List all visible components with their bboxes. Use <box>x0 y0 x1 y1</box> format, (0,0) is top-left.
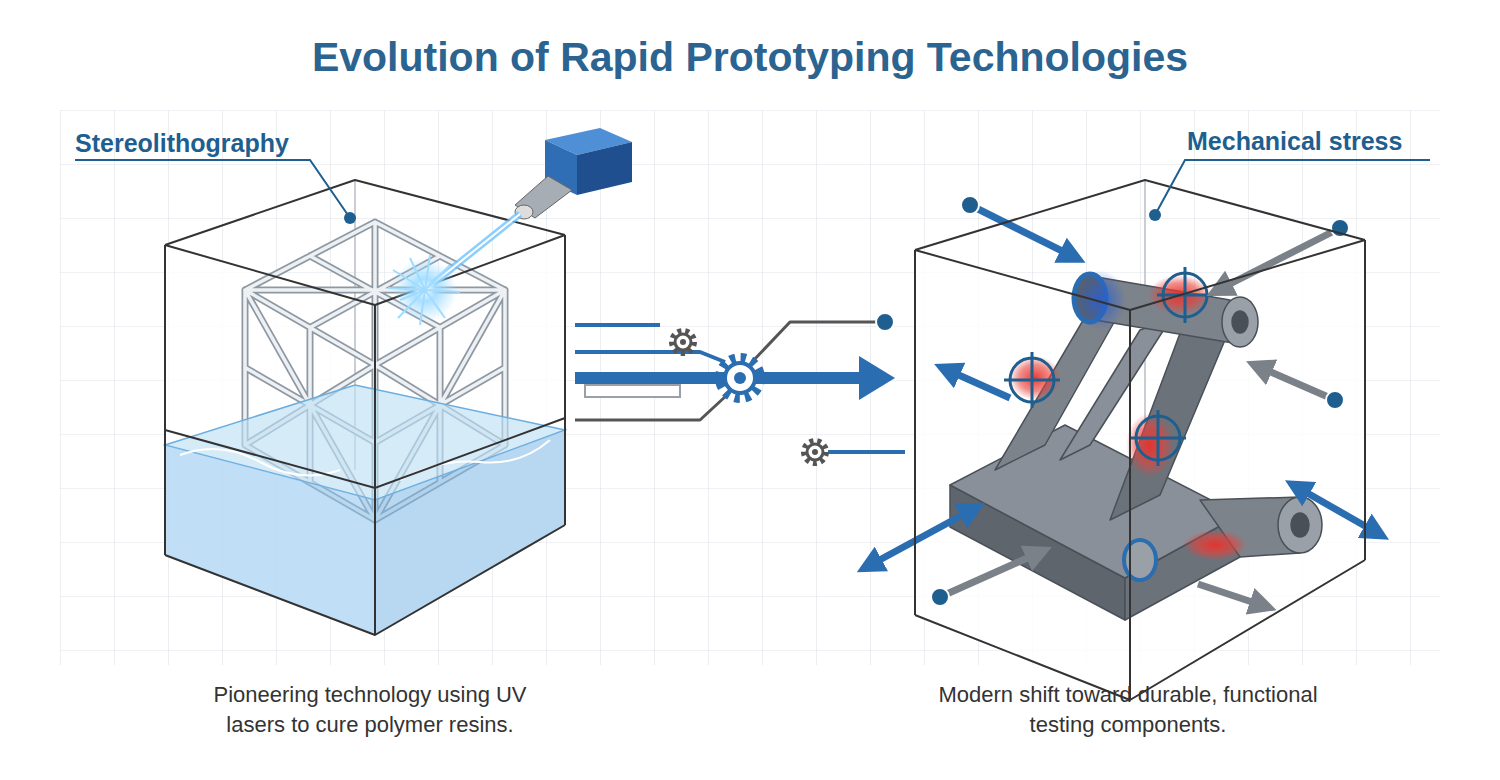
chamber-outline <box>915 180 1365 700</box>
force-arrow <box>1264 369 1335 400</box>
signal-wire <box>828 450 905 454</box>
anchor-dot <box>1326 391 1344 409</box>
uv-laser <box>388 128 632 325</box>
signal-wire <box>575 352 725 362</box>
build-chamber <box>75 128 632 635</box>
chamber-edge <box>165 180 565 245</box>
panel-node: Mechanical stressModern shift toward dur… <box>895 120 1440 740</box>
chamber-edge <box>164 245 166 555</box>
chamber-edge <box>915 240 1365 310</box>
chamber-edge <box>915 560 1365 700</box>
target-cross <box>1130 410 1186 466</box>
resin-volume <box>165 445 375 635</box>
chamber-edge <box>915 180 1365 250</box>
laser-spark <box>388 255 460 325</box>
signal-wire <box>575 323 660 327</box>
gear-body <box>675 334 691 350</box>
force-arrow <box>874 512 968 563</box>
chamber-edge <box>165 525 565 635</box>
chamber-edge <box>374 305 376 635</box>
anchor-dot <box>961 196 979 214</box>
bracket-hole <box>1232 311 1248 333</box>
gear-hub <box>680 339 686 345</box>
chamber-edge <box>1129 310 1131 700</box>
gear-teeth <box>804 441 826 463</box>
panel-caption: Modern shift toward durable, functional … <box>938 680 1318 740</box>
gear-hub <box>734 372 746 384</box>
anchor-dot <box>931 588 949 606</box>
bracket-arm <box>1110 320 1225 520</box>
stress-map <box>1009 270 1247 560</box>
tank-rim <box>165 418 565 488</box>
small-gear <box>672 331 694 353</box>
anchor-dot <box>876 313 894 331</box>
shaft-segment <box>585 385 680 397</box>
target-cross <box>1004 352 1060 408</box>
gear-body <box>725 363 755 393</box>
resin-tank <box>165 385 565 635</box>
laser-housing <box>577 142 632 195</box>
force-arrow <box>940 555 1034 597</box>
force-arrow <box>1224 228 1340 287</box>
diagram-title: Evolution of Rapid Prototyping Technolog… <box>0 32 1500 82</box>
chamber-edge <box>1364 240 1366 560</box>
target-cross <box>1157 267 1213 323</box>
panel-node: StereolithographyPioneering technology u… <box>60 120 575 740</box>
gear-body <box>807 444 823 460</box>
panel-heading: Stereolithography <box>75 128 289 158</box>
chamber-edge <box>165 235 565 305</box>
panel-caption: Pioneering technology using UV lasers to… <box>185 680 555 740</box>
chamber-outline <box>165 180 565 635</box>
bracket-hole <box>1291 513 1309 537</box>
bracket-boss <box>1278 497 1322 553</box>
gear-hub <box>812 449 818 455</box>
force-arrow <box>1198 584 1258 604</box>
force-arrow <box>952 372 1010 398</box>
chamber-edge <box>914 250 916 615</box>
leader-line <box>1155 160 1430 215</box>
leader-dot <box>1149 209 1161 221</box>
gear-teeth <box>672 331 694 353</box>
leader-dot <box>344 212 356 224</box>
signal-wires <box>575 322 905 452</box>
resin-wave <box>180 440 550 480</box>
signal-wire <box>752 322 877 362</box>
low-stress-zone <box>1074 270 1126 330</box>
bracket-boss <box>1222 297 1258 347</box>
test-chamber <box>874 160 1430 700</box>
bracket-boss <box>1124 540 1156 580</box>
small-gear <box>804 441 826 463</box>
main-gear <box>720 358 760 398</box>
signal-wire <box>575 395 727 420</box>
force-arrow <box>1302 490 1372 530</box>
force-arrows <box>874 205 1372 604</box>
panel-heading: Mechanical stress <box>1187 126 1402 156</box>
chamber-edge <box>564 235 566 525</box>
high-stress-zone <box>1183 530 1247 560</box>
arrow-anchors <box>931 196 1349 606</box>
target-markers <box>1004 267 1213 466</box>
laser-nozzle <box>515 176 572 218</box>
high-stress-zone <box>1126 413 1174 477</box>
leader-line <box>75 160 350 218</box>
gear-teeth <box>720 358 760 398</box>
